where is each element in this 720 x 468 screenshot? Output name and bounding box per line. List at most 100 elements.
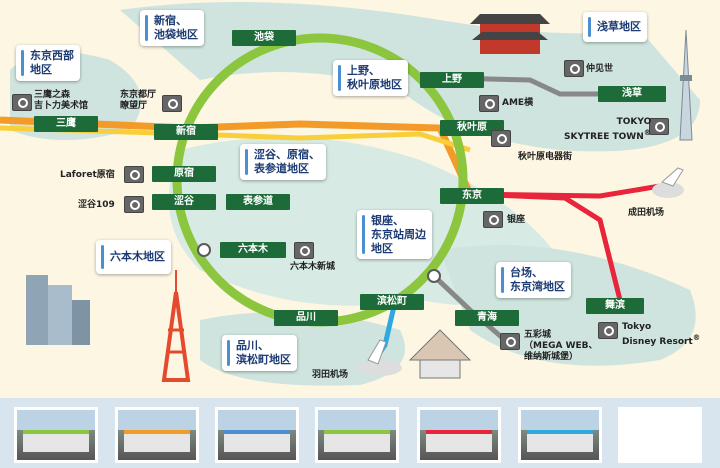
station-harajuku[interactable]: 原宿 (152, 166, 216, 182)
poi-line: SKYTREE TOWN (564, 131, 644, 142)
card-line: 台场、 (510, 266, 543, 279)
area-card-roppongi[interactable]: 六本木地区 (96, 240, 171, 274)
station-mitaka[interactable]: 三鹰 (34, 116, 98, 132)
card-line: 表参道地区 (254, 161, 309, 175)
hamamatsucho-transfer-dot (427, 269, 441, 283)
card-line: 地区 (30, 62, 52, 76)
poi-tocho: 东京都厅 瞭望厅 (120, 90, 156, 112)
poi-ginza: 银座 (507, 215, 526, 225)
registered-mark: ® (692, 332, 701, 342)
train-photo-thumb[interactable] (115, 407, 199, 463)
train-photo-thumb[interactable] (315, 407, 399, 463)
nakamise-camera-icon[interactable] (564, 60, 584, 77)
poi-line: 东京都厅 (120, 90, 157, 100)
photo-strip (0, 398, 720, 468)
skytree-camera-icon[interactable] (649, 118, 669, 135)
poi-line: 瞭望厅 (120, 100, 148, 111)
station-asakusa[interactable]: 浅草 (598, 86, 666, 102)
skytree-icon (679, 29, 693, 141)
sensoji-temple-icon (470, 14, 550, 54)
poi-akiba-electric: 秋叶原电器街 (518, 152, 573, 162)
area-card-odaiba[interactable]: 台场、 东京湾地区 (496, 262, 571, 298)
card-line: 地区 (371, 241, 393, 255)
station-tokyo[interactable]: 东京 (440, 188, 504, 204)
ameyoko-camera-icon[interactable] (479, 95, 499, 112)
poi-line: TOKYO (616, 117, 652, 127)
train-photo-thumb[interactable] (215, 407, 299, 463)
area-card-tokyo-west[interactable]: 东京西部 地区 (16, 45, 80, 81)
poi-roppongi-hills: 六本木新城 (290, 262, 336, 272)
train-shape (224, 430, 290, 452)
tocho-camera-icon[interactable] (162, 95, 182, 112)
poi-palette-town: 五彩城 （MEGA WEB、 维纳斯城堡） (524, 330, 598, 362)
area-card-shinjuku[interactable]: 新宿、 池袋地区 (140, 10, 204, 46)
keiyo-line (469, 191, 623, 301)
poi-line: 吉卜力美术馆 (34, 100, 89, 111)
card-line: 新宿、 (154, 14, 187, 27)
area-card-shinagawa[interactable]: 品川、 滨松町地区 (222, 335, 297, 371)
train-photo-thumb[interactable] (417, 407, 501, 463)
card-line: 东京湾地区 (510, 279, 565, 293)
registered-mark: ® (643, 127, 652, 137)
area-card-asakusa[interactable]: 浅草地区 (583, 12, 647, 42)
sobu-line (0, 125, 471, 153)
poi-line: Disney Resort (622, 336, 693, 347)
ginza-camera-icon[interactable] (483, 211, 503, 228)
poi-line: 维纳斯城堡） (524, 351, 579, 362)
station-aomi[interactable]: 青海 (455, 310, 519, 326)
akiba-camera-icon[interactable] (491, 130, 511, 147)
area-card-shibuya[interactable]: 涩谷、原宿、 表参道地区 (240, 144, 326, 180)
tocho-building-icon (26, 275, 90, 345)
area-card-ginza[interactable]: 银座、 东京站周边 地区 (357, 210, 432, 260)
poi-line: 五彩城 (524, 330, 552, 340)
station-roppongi[interactable]: 六本木 (220, 242, 286, 258)
card-line: 秋叶原地区 (347, 77, 402, 91)
haneda-plane-icon (358, 339, 402, 376)
card-line: 银座、 (371, 214, 404, 227)
train-shape (23, 430, 89, 452)
tokyo-tower-icon (161, 270, 191, 382)
poi-shibuya109: 涩谷109 (78, 200, 115, 210)
poi-narita-airport: 成田机场 (628, 208, 665, 218)
station-ueno[interactable]: 上野 (420, 72, 484, 88)
area-card-ueno[interactable]: 上野、 秋叶原地区 (333, 60, 408, 96)
poi-skytree: TOKYO SKYTREE TOWN® (564, 117, 651, 143)
poi-ghibli: 三鹰之森 吉卜力美术馆 (34, 90, 88, 112)
train-shape (124, 430, 190, 452)
roppongi-hills-camera-icon[interactable] (294, 242, 314, 259)
poi-ameyoko: AME横 (502, 98, 534, 108)
card-line: 浅草地区 (597, 20, 641, 33)
station-shibuya[interactable]: 涩谷 (152, 194, 216, 210)
narita-plane-icon (652, 167, 684, 198)
station-shinjuku[interactable]: 新宿 (154, 124, 218, 140)
station-ikebukuro[interactable]: 池袋 (232, 30, 296, 46)
chuo-line (0, 116, 474, 196)
card-line: 上野、 (347, 64, 380, 77)
train-photo-thumb[interactable] (14, 407, 98, 463)
ghibli-camera-icon[interactable] (12, 94, 32, 111)
station-akihabara[interactable]: 秋叶原 (440, 120, 504, 136)
disney-camera-icon[interactable] (598, 322, 618, 339)
station-hamamatsucho[interactable]: 滨松町 (360, 294, 424, 310)
poi-nakamise: 仲见世 (586, 64, 614, 74)
card-line: 池袋地区 (154, 27, 198, 41)
station-maihama[interactable]: 舞滨 (586, 298, 644, 314)
station-omotesando[interactable]: 表参道 (226, 194, 290, 210)
card-line: 六本木地区 (110, 250, 165, 263)
roppongi-transfer-dot (197, 243, 211, 257)
laforet-camera-icon[interactable] (124, 166, 144, 183)
station-shinagawa[interactable]: 品川 (274, 310, 338, 326)
palette-town-camera-icon[interactable] (500, 333, 520, 350)
empty-photo-thumb[interactable] (618, 407, 702, 463)
poi-line: 三鹰之森 (34, 90, 71, 100)
card-line: 东京西部 (30, 49, 74, 62)
shibuya109-camera-icon[interactable] (124, 196, 144, 213)
train-photo-thumb[interactable] (518, 407, 602, 463)
poi-line: Tokyo (622, 322, 652, 332)
card-line: 品川、 (236, 339, 269, 352)
card-line: 涩谷、原宿、 (254, 148, 320, 161)
train-shape (527, 430, 593, 452)
train-shape (324, 430, 390, 452)
card-line: 滨松町地区 (236, 352, 291, 366)
